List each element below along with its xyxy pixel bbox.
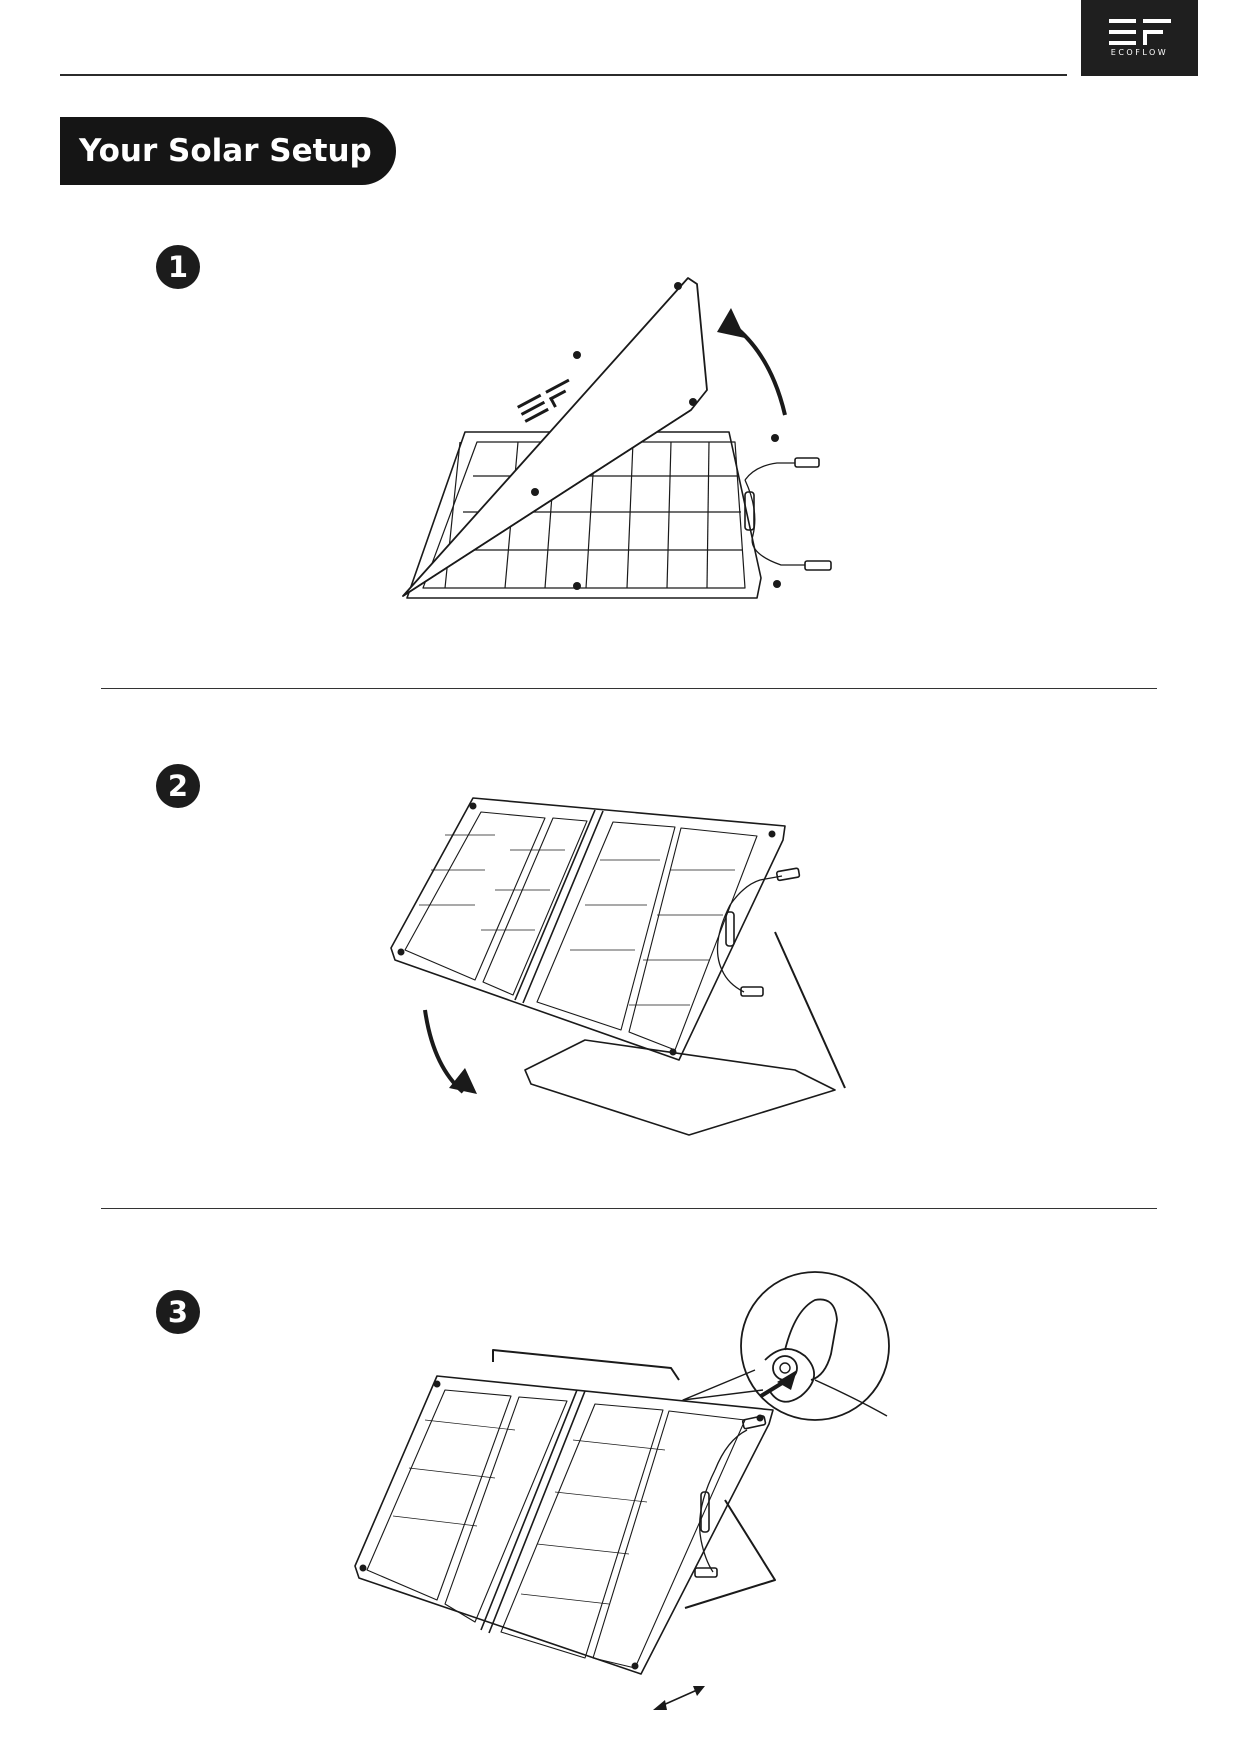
section-title: Your Solar Setup: [79, 133, 372, 169]
section-divider-1: [101, 688, 1157, 689]
solar-panel-adjust-icon: [354, 1271, 890, 1710]
solar-panel-kickstand-icon: [390, 797, 846, 1136]
ecoflow-logo: ECOFLOW: [1081, 0, 1198, 76]
step-2-badge: 2: [156, 764, 200, 808]
step-3-badge: 3: [156, 1290, 200, 1334]
solar-panel-unfold-icon: [402, 277, 832, 599]
ecoflow-logo-icon: [1108, 19, 1171, 45]
step-1-badge: 1: [156, 245, 200, 289]
logo-wordmark: ECOFLOW: [1110, 48, 1169, 57]
section-divider-2: [101, 1208, 1157, 1209]
header-rule: [60, 74, 1067, 76]
section-title-pill: Your Solar Setup: [60, 117, 396, 185]
